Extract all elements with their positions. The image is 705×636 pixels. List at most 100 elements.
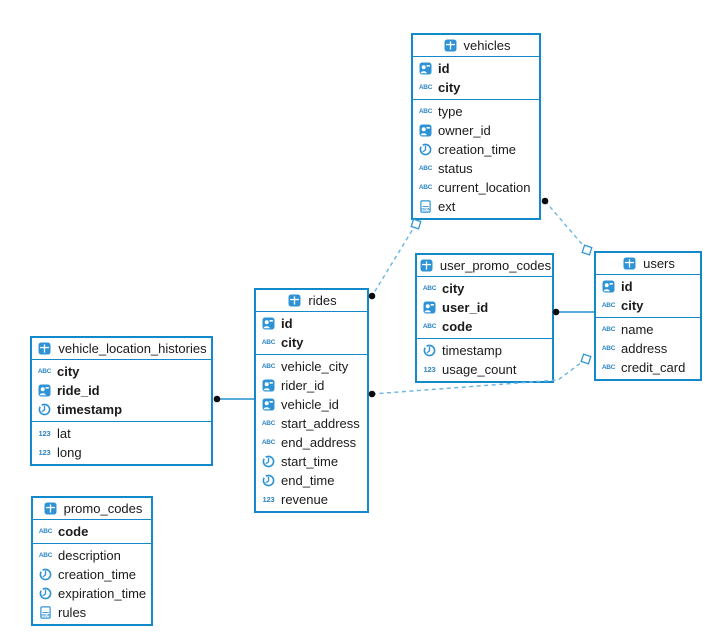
column-row-lat[interactable]: 123 lat xyxy=(32,424,211,443)
table-grid-icon xyxy=(42,502,59,515)
column-row-timestamp[interactable]: timestamp xyxy=(32,400,211,419)
column-name: vehicle_city xyxy=(281,359,349,374)
entity-title: vehicles xyxy=(463,38,511,53)
primary-key-section: ABC code xyxy=(33,520,151,543)
entity-title: promo_codes xyxy=(63,501,143,516)
abc-text-icon: ABC xyxy=(261,439,276,446)
clock-icon xyxy=(417,143,434,156)
column-row-code[interactable]: ABC code xyxy=(33,522,151,541)
column-row-id[interactable]: id xyxy=(413,59,539,78)
column-name: revenue xyxy=(281,492,328,507)
entity-header-vehicles[interactable]: vehicles xyxy=(413,35,539,57)
column-row-rider_id[interactable]: rider_id xyxy=(256,376,367,395)
column-name: start_address xyxy=(281,416,360,431)
column-name: lat xyxy=(57,426,71,441)
column-name: usage_count xyxy=(442,362,517,377)
column-row-vehicle_id[interactable]: vehicle_id xyxy=(256,395,367,414)
column-name: address xyxy=(621,341,668,356)
entity-title: user_promo_codes xyxy=(439,258,552,273)
column-row-ext[interactable]: JSON ext xyxy=(413,197,539,216)
table-grid-icon xyxy=(621,257,638,270)
column-row-creation_time[interactable]: creation_time xyxy=(33,565,151,584)
column-row-end_time[interactable]: end_time xyxy=(256,471,367,490)
column-row-revenue[interactable]: 123 revenue xyxy=(256,490,367,509)
column-row-creation_time[interactable]: creation_time xyxy=(413,140,539,159)
number-123-icon: 123 xyxy=(423,365,436,374)
column-row-user_id[interactable]: user_id xyxy=(417,298,552,317)
column-name: current_location xyxy=(438,180,531,195)
number-123-icon: 123 xyxy=(262,495,275,504)
column-name: creation_time xyxy=(58,567,137,582)
abc-text-icon: ABC xyxy=(418,84,433,91)
table-grid-icon xyxy=(286,294,303,307)
column-name: city xyxy=(57,364,80,379)
table-grid-icon xyxy=(418,259,435,272)
clock-icon xyxy=(37,568,54,581)
person-id-icon xyxy=(260,379,277,392)
abc-text-icon: ABC xyxy=(422,323,437,330)
entity-header-user_promo_codes[interactable]: user_promo_codes xyxy=(417,255,552,277)
entity-header-rides[interactable]: rides xyxy=(256,290,367,312)
column-name: city xyxy=(281,335,304,350)
column-name: credit_card xyxy=(621,360,686,375)
column-row-owner_id[interactable]: owner_id xyxy=(413,121,539,140)
column-name: name xyxy=(621,322,654,337)
column-row-start_time[interactable]: start_time xyxy=(256,452,367,471)
svg-text:JSON: JSON xyxy=(421,207,431,211)
column-name: owner_id xyxy=(438,123,491,138)
column-name: timestamp xyxy=(57,402,123,417)
column-row-timestamp[interactable]: timestamp xyxy=(417,341,552,360)
entity-header-users[interactable]: users xyxy=(596,253,700,275)
entity-title: vehicle_location_histories xyxy=(58,341,207,356)
column-row-id[interactable]: id xyxy=(596,277,700,296)
person-id-icon xyxy=(36,384,53,397)
entity-header-vehicle_location_histories[interactable]: vehicle_location_histories xyxy=(32,338,211,360)
column-name: creation_time xyxy=(438,142,517,157)
column-row-id[interactable]: id xyxy=(256,314,367,333)
column-name: code xyxy=(58,524,89,539)
column-name: ext xyxy=(438,199,456,214)
clock-icon xyxy=(421,344,438,357)
column-name: start_time xyxy=(281,454,339,469)
column-row-expiration_time[interactable]: expiration_time xyxy=(33,584,151,603)
json-document-icon: JSON xyxy=(417,200,434,213)
abc-text-icon: ABC xyxy=(422,285,437,292)
abc-text-icon: ABC xyxy=(38,552,53,559)
abc-text-icon: ABC xyxy=(601,302,616,309)
column-name: rules xyxy=(58,605,87,620)
column-row-usage_count[interactable]: 123 usage_count xyxy=(417,360,552,379)
column-row-ride_id[interactable]: ride_id xyxy=(32,381,211,400)
abc-text-icon: ABC xyxy=(38,528,53,535)
entity-header-promo_codes[interactable]: promo_codes xyxy=(33,498,151,520)
number-123-icon: 123 xyxy=(38,429,51,438)
